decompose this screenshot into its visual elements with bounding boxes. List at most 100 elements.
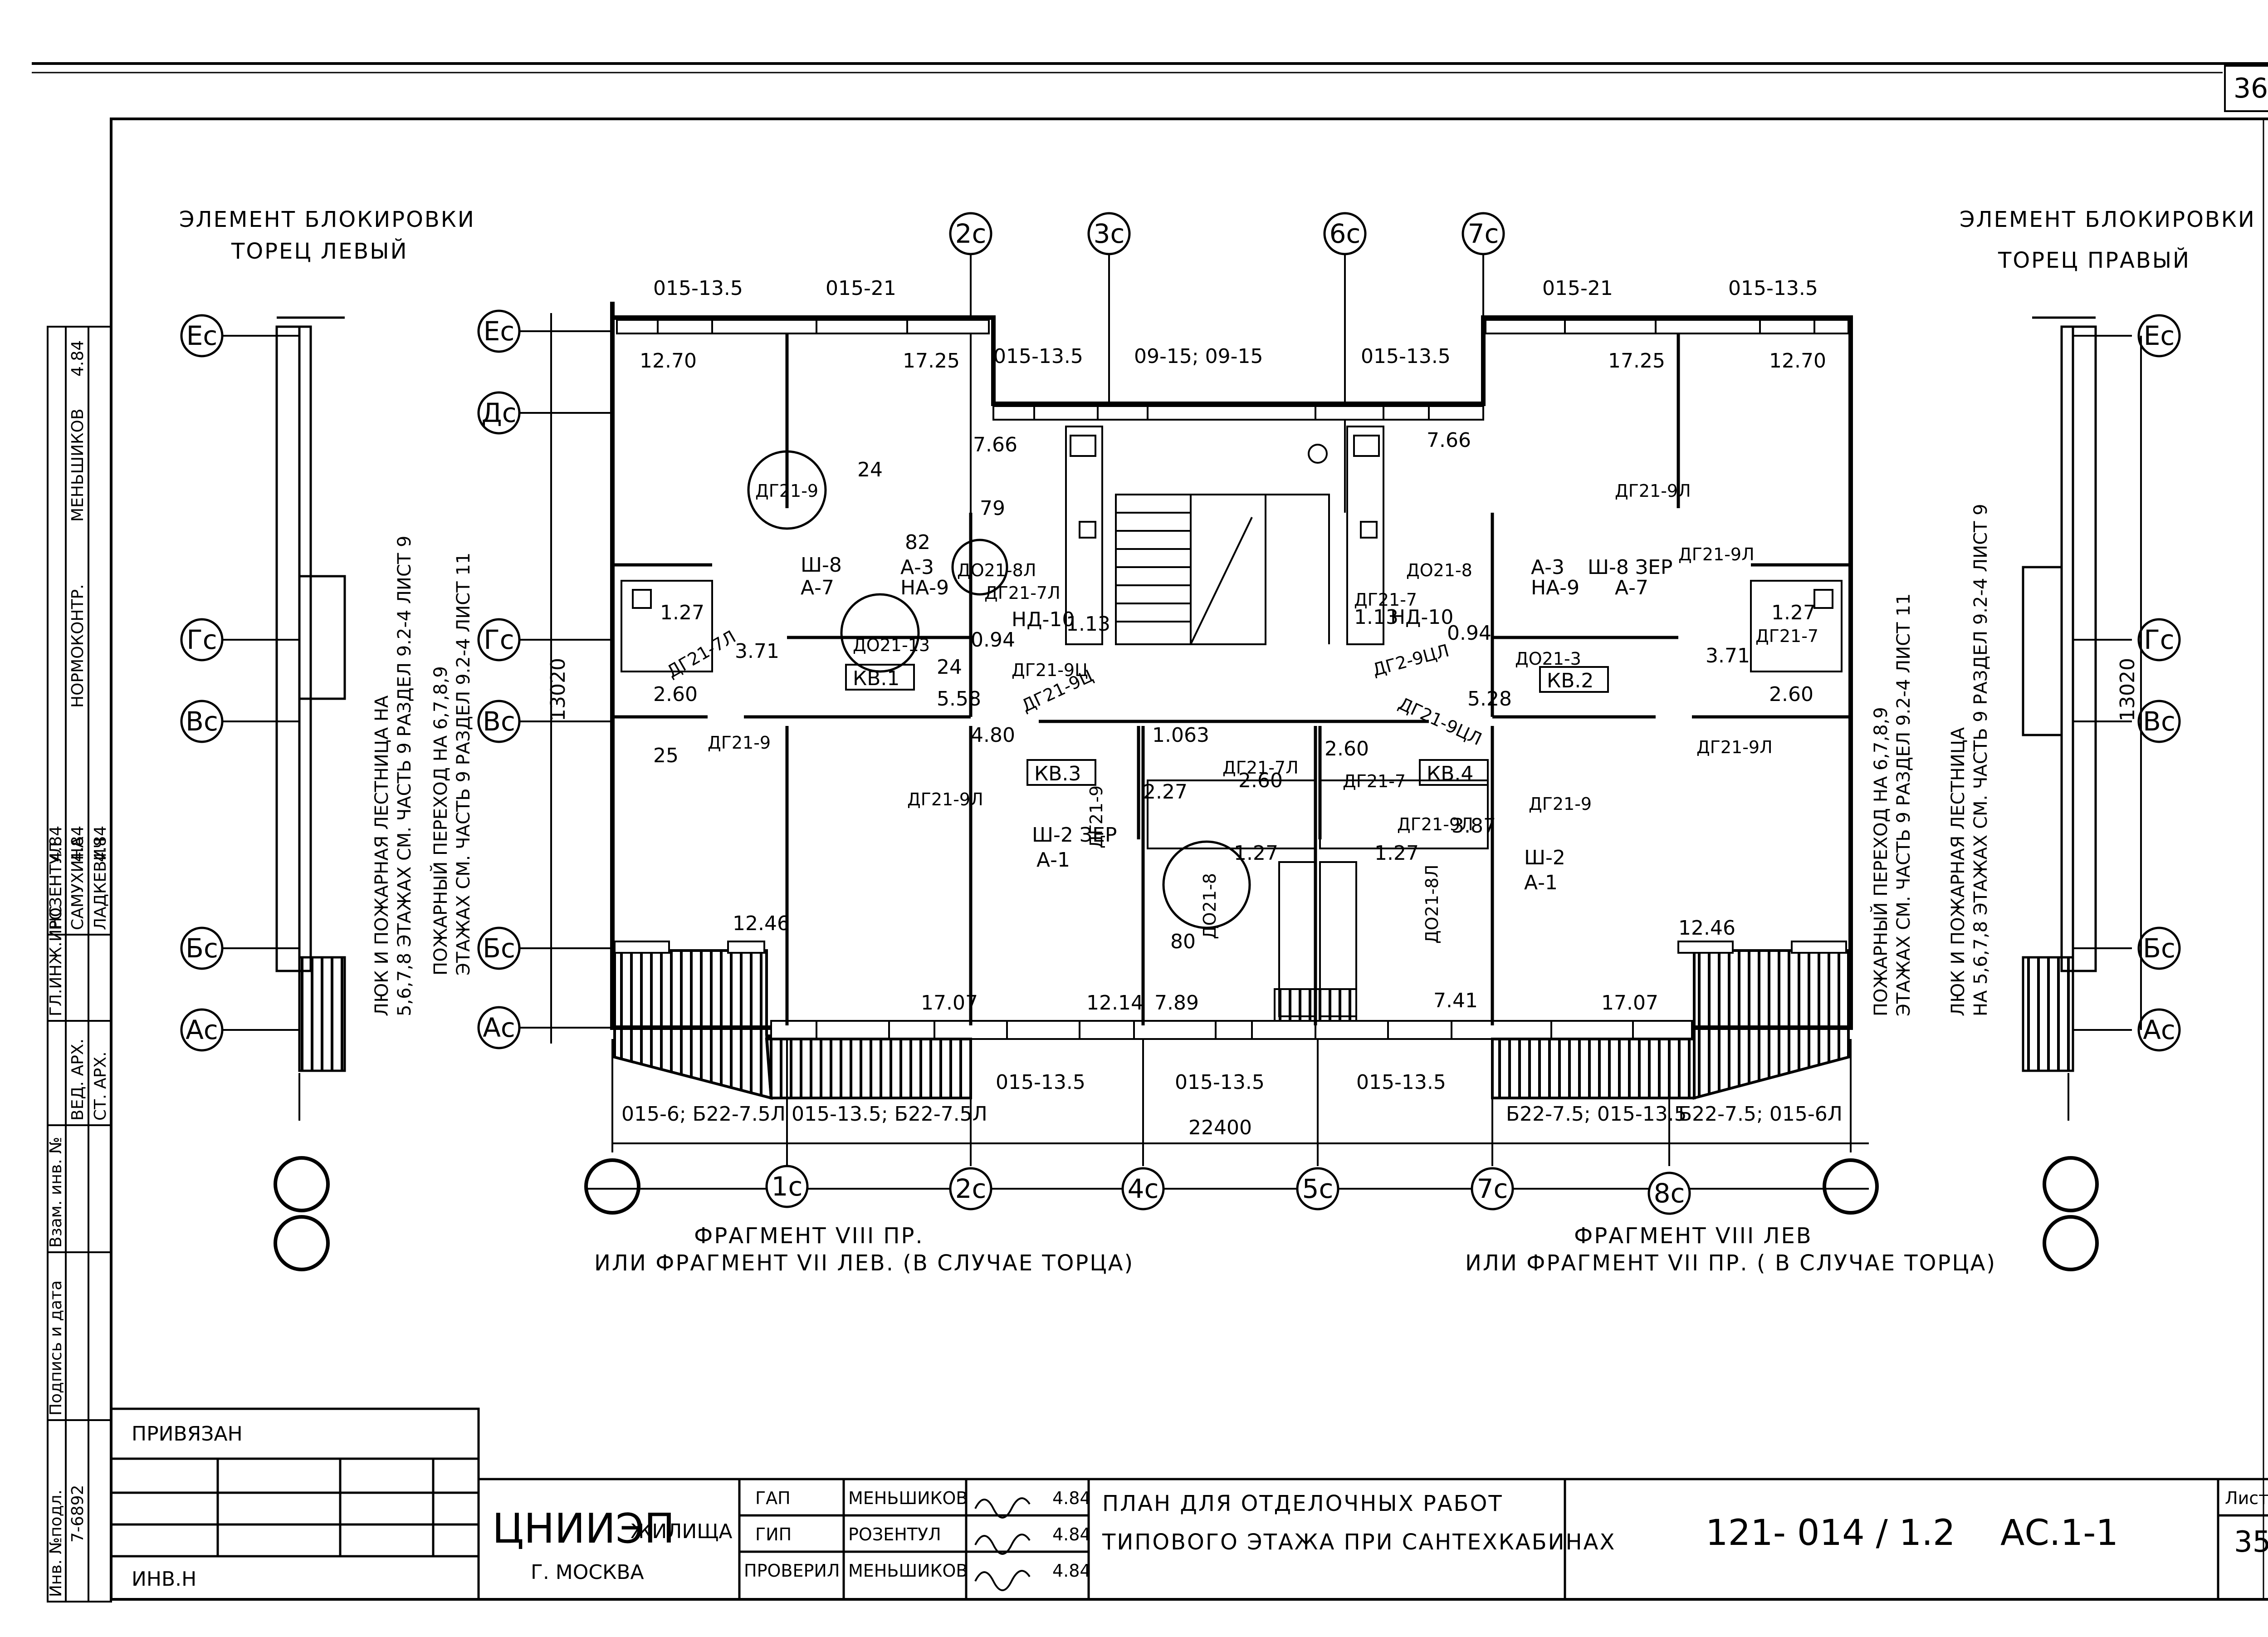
main-axis-vc: Вс	[483, 706, 515, 737]
apartment-label-boxes	[845, 664, 1609, 786]
sheet-number: 35	[2234, 1525, 2268, 1559]
area-12: 2.60	[1769, 683, 1813, 706]
right-element-title-1: ЭЛЕМЕНТ БЛОКИРОВКИ	[1960, 207, 2256, 232]
axis-top-6c: 6с	[1330, 218, 1361, 249]
right-fire-note-2: ЭТАЖАХ СМ. ЧАСТЬ 9 РАЗДЕЛ 9.2-4 ЛИСТ 11	[1893, 593, 1914, 1016]
right-hatch-note-1: ЛЮК И ПОЖАРНАЯ ЛЕСТНИЦА	[1948, 727, 1969, 1016]
top-windows	[616, 319, 1849, 421]
axis-bottom-2c: 2с	[955, 1173, 987, 1204]
door-mark-10: ДГ21-9	[1086, 785, 1106, 848]
main-axis-dc: Дс	[481, 397, 516, 428]
element-mark-6: 80	[1170, 930, 1196, 953]
element-mark-3: 79	[980, 497, 1005, 520]
stamp-date-2: 4.84	[68, 826, 87, 862]
right-axis-label-bc: Бс	[2143, 933, 2175, 964]
width-dimline	[611, 1039, 1869, 1152]
element-mark-1: 24	[857, 458, 883, 481]
area-23: 2.60	[1325, 737, 1369, 760]
left-hatch-note-2: 5,6,7,8 ЭТАЖАХ СМ. ЧАСТЬ 9 РАЗДЕЛ 9.2-4 …	[394, 536, 415, 1016]
window-mark-top-7: 015-13.5	[1728, 277, 1818, 300]
axis-top-2c: 2с	[955, 218, 987, 249]
sheet-label: Лист	[2225, 1488, 2268, 1508]
area-31: 12.14	[1086, 991, 1144, 1015]
main-axis-bc: Бс	[483, 933, 515, 964]
door-mark-2: ДГ21-7Л	[664, 627, 739, 682]
stamp-role-1: ГЛ.ИНЖ.ИНС	[47, 906, 65, 1016]
top-axis-lines	[970, 254, 1484, 513]
bottom-window-ticks	[816, 1021, 1634, 1039]
area-27: 12.46	[733, 912, 790, 935]
door-mark-20: ДГ21-9Л	[1696, 737, 1773, 757]
element-mark-2: 82	[905, 531, 930, 554]
kitchen-units	[1065, 426, 1384, 645]
stamp-label-inv: Инв. №подл.	[47, 1490, 65, 1597]
main-row-axis-bubbles	[477, 309, 521, 1049]
area-20: 1.063	[1152, 724, 1209, 747]
element-mark-5: 25	[653, 744, 679, 767]
sanitary-cabins	[621, 580, 1843, 1022]
date-checked: 4.84	[1052, 1561, 1091, 1581]
area-9: 3.71	[735, 640, 779, 663]
left-axis-label-ec: Ес	[186, 320, 218, 351]
window-mark-bottom-2: 015-13.5	[1175, 1071, 1265, 1094]
door-mark-21: ДГ21-7	[1343, 771, 1406, 791]
sheet-number-top: 36	[2234, 73, 2268, 104]
door-mark-9: ДГ21-9Л	[907, 789, 983, 809]
fragment-left-2: ИЛИ ФРАГМЕНТ VII ЛЕВ. (В СЛУЧАЕ ТОРЦА)	[594, 1250, 1134, 1276]
right-depth-dimension: 13020	[2116, 658, 2139, 721]
door-mark-19: ДГ21-7	[1755, 626, 1818, 646]
door-mark-15: ДО21-3	[1515, 649, 1581, 669]
left-axis-label-vc: Вс	[186, 706, 218, 737]
sheet-code: АС.1-1	[2000, 1513, 2118, 1554]
area-21: 2.27	[1143, 780, 1188, 804]
title-block	[110, 1407, 2268, 1601]
stamp-date-1: 4.84	[47, 826, 65, 862]
window-mark-bottom-3: 015-13.5	[1356, 1071, 1446, 1094]
stamp-name-2: САМУХИНА	[68, 837, 87, 930]
axis-bottom-1c: 1с	[772, 1171, 803, 1202]
door-mark-5: ДО21-8Л	[957, 560, 1036, 580]
main-axis-gc: Гс	[484, 624, 514, 655]
window-mark-top-3: 015-13.5	[993, 345, 1083, 368]
area-25: 1.27	[1234, 842, 1278, 865]
area-26: 1.27	[1374, 842, 1419, 865]
main-row-axis-lines	[517, 313, 612, 1044]
left-axis-label-ac: Ас	[186, 1015, 218, 1045]
axis-bottom-8c: 8с	[1654, 1178, 1685, 1209]
element-mark-19: А-7	[1615, 576, 1648, 599]
window-mark-loggia-1: 015-6; Б22-7.5Л	[621, 1103, 786, 1126]
area-2: 17.25	[903, 349, 960, 372]
axis-top-3c: 3с	[1094, 218, 1125, 249]
left-axis-label-gc: Гс	[186, 624, 217, 655]
stamp-label-sign: Подпись и дата	[47, 1280, 65, 1416]
element-mark-4: 24	[937, 656, 962, 679]
element-mark-17: НА-9	[1531, 576, 1579, 599]
left-element-title-1: ЭЛЕМЕНТ БЛОКИРОВКИ	[179, 207, 475, 232]
bottom-end-bubbles	[584, 1158, 1879, 1215]
area-33: 7.41	[1433, 989, 1478, 1012]
apartment-1: КВ.1	[853, 667, 899, 690]
right-fire-note-1: ПОЖАРНЫЙ ПЕРЕХОД НА 6,7,8,9	[1870, 707, 1892, 1016]
area-7: 1.27	[660, 601, 704, 624]
axis-top-7c: 7с	[1468, 218, 1499, 249]
fragment-right-2: ИЛИ ФРАГМЕНТ VII ПР. ( В СЛУЧАЕ ТОРЦА)	[1465, 1250, 1996, 1276]
role-checked: ПРОВЕРИЛ	[744, 1561, 840, 1581]
element-mark-14: Ш-2	[1524, 846, 1565, 869]
area-8: 1.27	[1771, 601, 1816, 624]
window-mark-top-2: 015-21	[826, 277, 896, 300]
door-mark-6: ДГ21-7Л	[984, 583, 1061, 603]
sheet-title-2: ТИПОВОГО ЭТАЖА ПРИ САНТЕХКАБИНАХ	[1102, 1529, 1616, 1555]
right-element-title-2: ТОРЕЦ ПРАВЫЙ	[1998, 247, 2190, 273]
left-element-title-2: ТОРЕЦ ЛЕВЫЙ	[231, 238, 408, 264]
main-axis-ac: Ас	[483, 1012, 515, 1043]
area-19: 0.94	[1447, 622, 1491, 645]
right-blocking-element	[2022, 316, 2097, 1072]
left-axis-label-bc: Бс	[186, 933, 218, 964]
area-24: 3.87	[1452, 814, 1496, 838]
side-stamp	[47, 326, 112, 1603]
door-mark-4: ДО21-13	[853, 635, 930, 655]
apartment-3: КВ.3	[1034, 762, 1081, 785]
stamp-label-replace: Взам. инв. №	[47, 1137, 65, 1248]
element-mark-8: НА-9	[900, 576, 949, 599]
